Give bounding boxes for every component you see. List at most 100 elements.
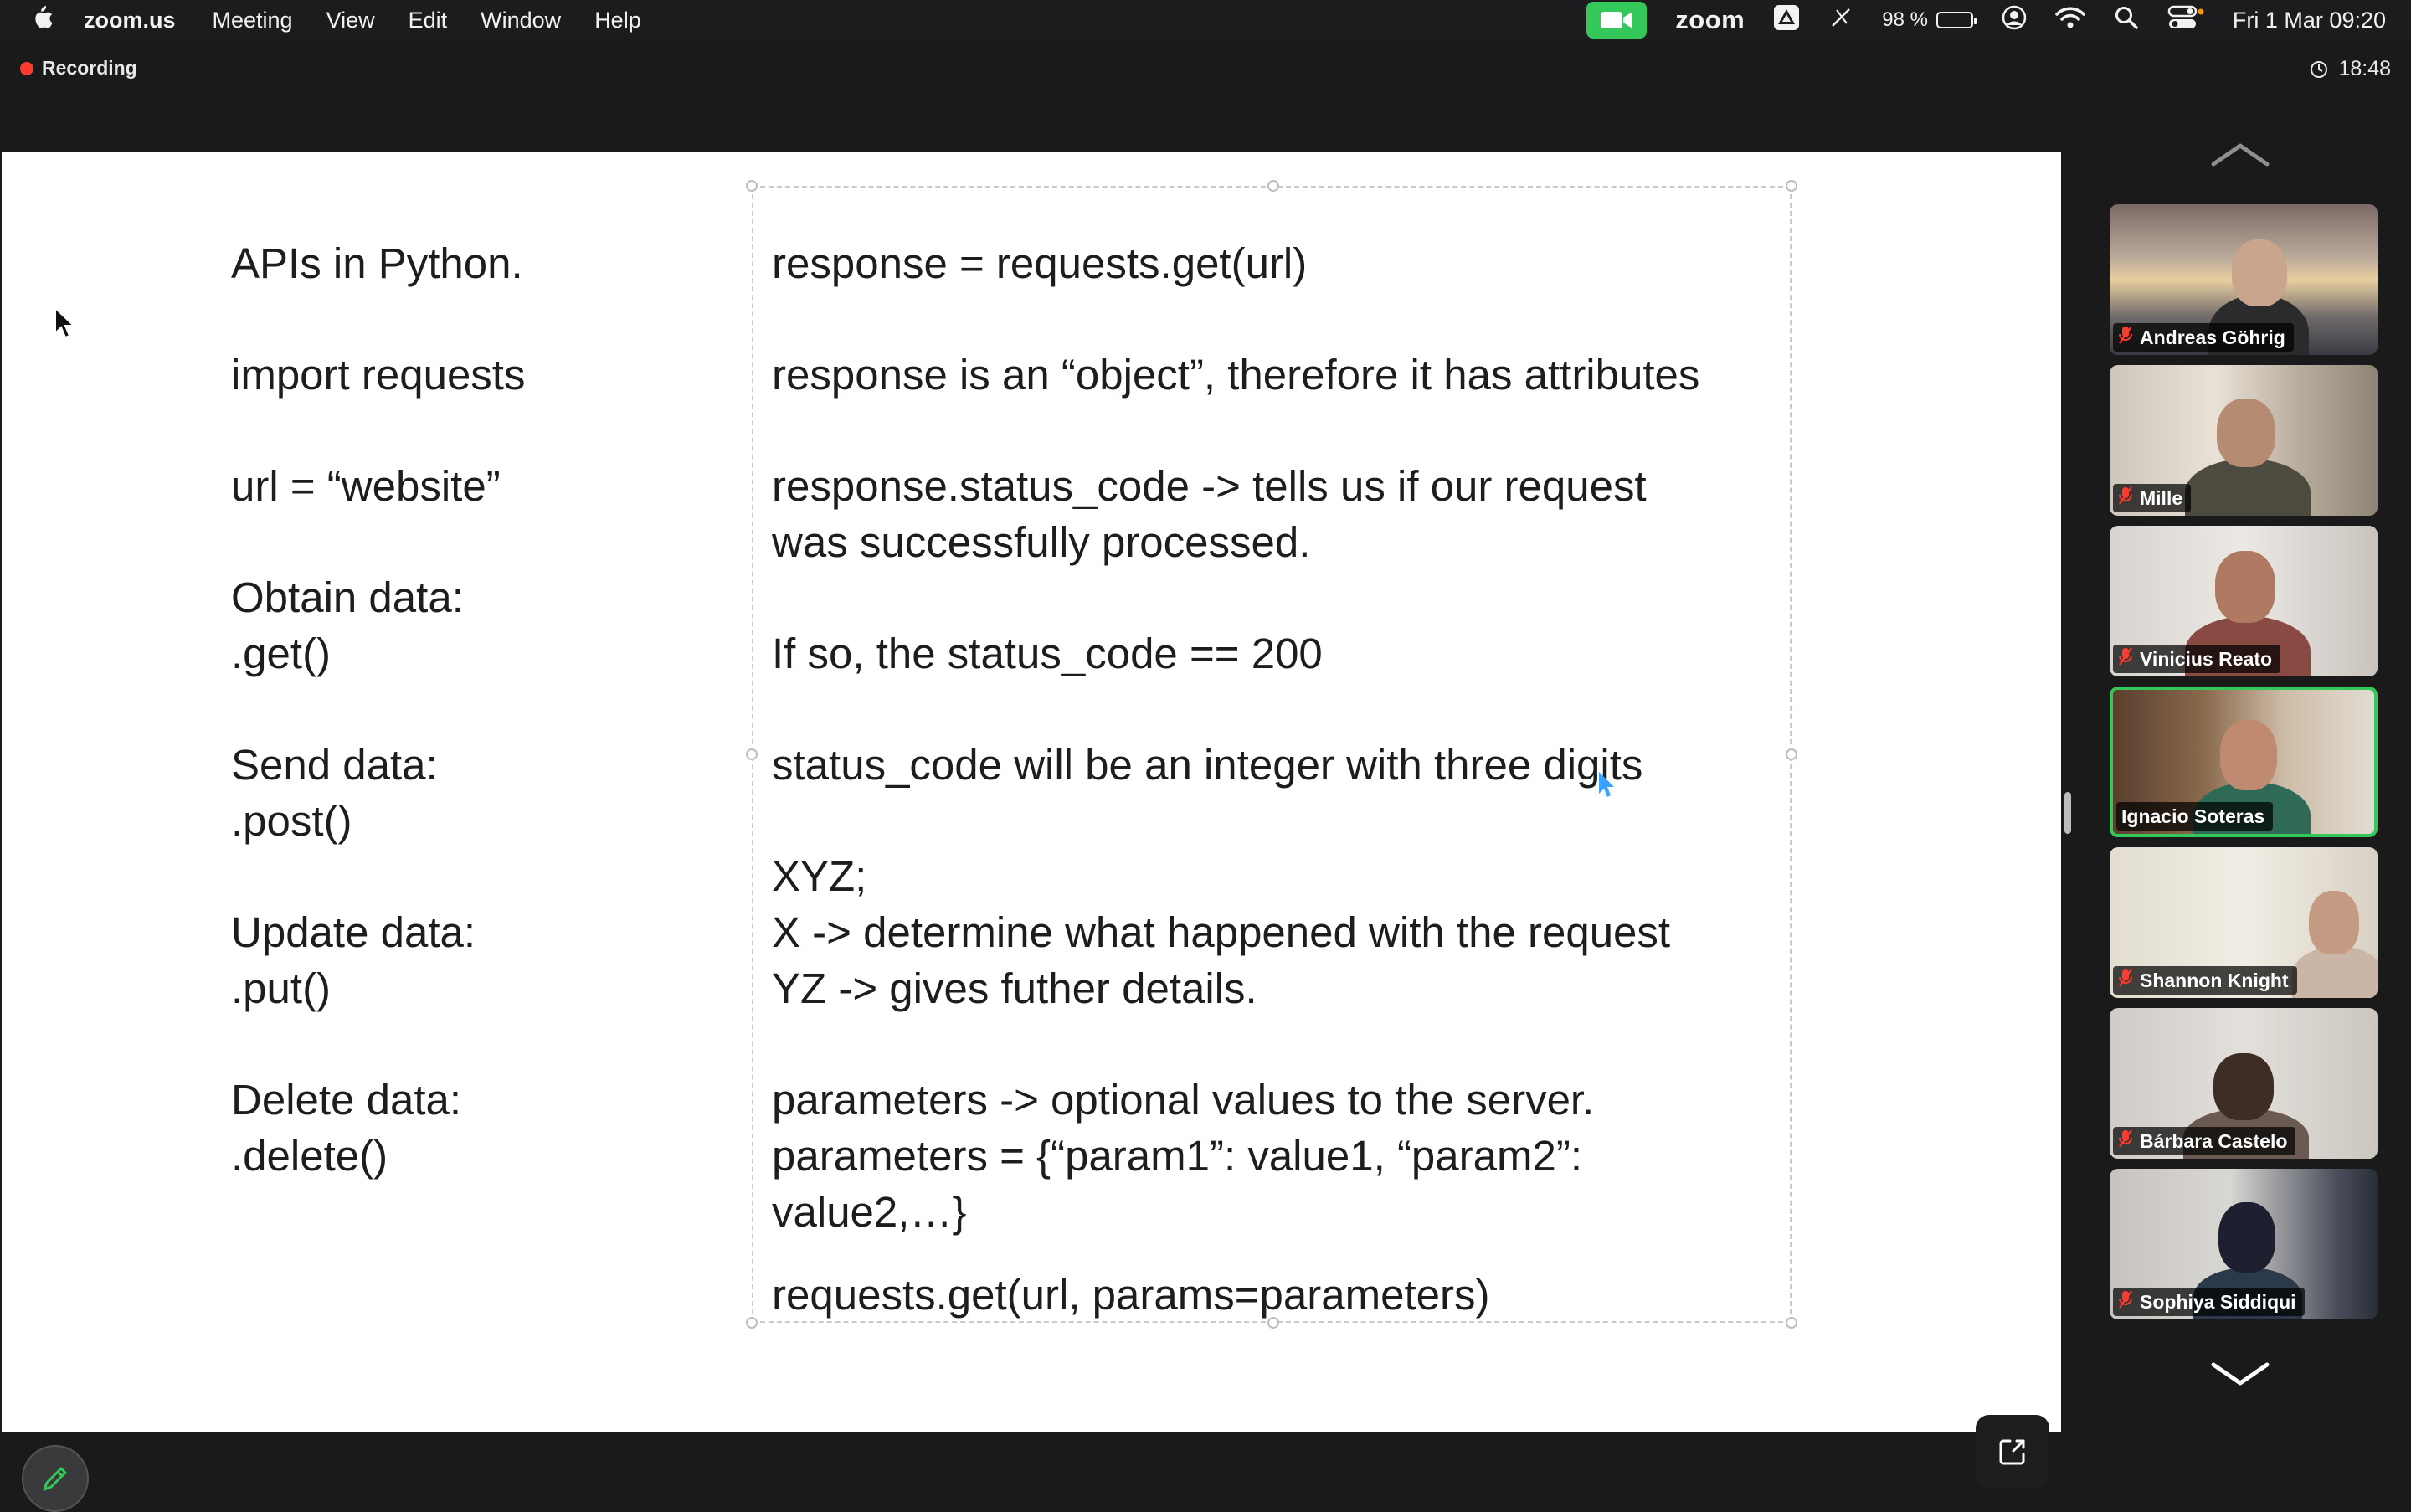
slide-right-line: response is an “object”, therefore it ha… — [772, 351, 1700, 399]
recording-label: Recording — [42, 57, 137, 79]
menubar-clock[interactable]: Fri 1 Mar 09:20 — [2232, 7, 2386, 33]
participant-tile[interactable]: Andreas Göhrig — [2110, 204, 2378, 355]
participant-name: Vinicius Reato — [2140, 647, 2273, 670]
participant-silhouette — [2213, 1053, 2274, 1120]
participant-silhouette — [2185, 459, 2311, 516]
participant-name: Andreas Göhrig — [2140, 326, 2285, 348]
slide-left-line: .put() — [231, 964, 332, 1012]
resize-handle[interactable] — [1786, 1317, 1797, 1329]
macos-menu-bar: zoom.us Meeting View Edit Window Help zo… — [0, 0, 2411, 40]
slide-left-line: url = “website” — [231, 462, 501, 510]
participant-name-tag: Sophiya Siddiqui — [2113, 1288, 2305, 1316]
participant-tile[interactable]: Vinicius Reato — [2110, 526, 2378, 676]
slide-left-line: Delete data: — [231, 1076, 462, 1124]
slide-left-line: Send data: — [231, 741, 438, 789]
participant-name-tag: Mille — [2113, 484, 2192, 512]
muted-microphone-icon — [2118, 1289, 2133, 1314]
menu-view[interactable]: View — [326, 7, 375, 33]
participant-silhouette — [2217, 399, 2275, 467]
spotlight-search-icon[interactable] — [2114, 5, 2139, 36]
user-account-icon[interactable] — [2002, 5, 2027, 36]
slide-right-line: response.status_code -> tells us if our … — [772, 462, 1647, 510]
participant-name: Mille — [2140, 486, 2183, 509]
participant-silhouette — [2218, 1202, 2275, 1273]
participant-name-tag: Bárbara Castelo — [2113, 1127, 2296, 1155]
muted-microphone-icon — [2118, 1129, 2133, 1154]
resize-handle[interactable] — [746, 1317, 758, 1329]
menu-edit[interactable]: Edit — [408, 7, 448, 33]
participant-name-tag: Ignacio Soteras — [2116, 802, 2274, 831]
resize-handle[interactable] — [1267, 180, 1279, 192]
participant-gallery-sidebar: 18:48 Andreas Göhrig Mille Vinicius Reat… — [2079, 40, 2411, 1507]
participant-tile-active-speaker[interactable]: Ignacio Soteras — [2110, 687, 2378, 837]
slide-left-line: Obtain data: — [231, 573, 464, 621]
clock-icon — [2311, 60, 2328, 78]
meeting-timer-value: 18:48 — [2338, 57, 2391, 80]
annotate-pencil-button[interactable] — [22, 1445, 89, 1512]
slide-right-line: value2,…} — [772, 1188, 967, 1236]
muted-microphone-icon — [2118, 646, 2133, 671]
slide-left-line: .delete() — [231, 1132, 388, 1180]
scroll-up-chevron-icon[interactable] — [2208, 137, 2272, 171]
panel-resize-handle[interactable] — [2064, 792, 2071, 834]
participant-silhouette — [2232, 239, 2287, 306]
google-drive-icon[interactable] — [1773, 4, 1800, 37]
pen-slash-icon[interactable] — [1828, 5, 1853, 36]
recording-indicator[interactable]: Recording — [20, 57, 137, 80]
participant-tile[interactable]: Mille — [2110, 365, 2378, 516]
recording-dot-icon — [20, 61, 33, 75]
control-center-icon[interactable] — [2167, 5, 2204, 36]
participant-name-tag: Andreas Göhrig — [2113, 323, 2294, 352]
slide-right-line: was successfully processed. — [772, 518, 1311, 566]
zoom-video-status-icon[interactable] — [1586, 2, 1648, 39]
wifi-icon[interactable] — [2055, 6, 2085, 35]
participant-tile[interactable]: Bárbara Castelo — [2110, 1008, 2378, 1159]
shared-screen-slide: APIs in Python. import requests url = “w… — [2, 152, 2061, 1512]
resize-handle[interactable] — [746, 180, 758, 192]
resize-handle[interactable] — [1786, 748, 1797, 760]
participant-silhouette — [2292, 946, 2378, 998]
slide-left-line: APIs in Python. — [231, 239, 523, 287]
scroll-down-chevron-icon[interactable] — [2208, 1358, 2272, 1391]
apple-menu-icon[interactable] — [30, 4, 54, 37]
meeting-timer: 18:48 — [2310, 57, 2391, 81]
slide-right-line: If so, the status_code == 200 — [772, 630, 1323, 677]
slide-left-line: import requests — [231, 351, 526, 399]
resize-handle[interactable] — [1267, 1317, 1279, 1329]
zoom-menu-extra[interactable]: zoom — [1675, 5, 1745, 34]
slide-right-line: status_code will be an integer with thre… — [772, 741, 1643, 789]
slide-right-line: XYZ; — [772, 852, 867, 900]
battery-status[interactable]: 98 % — [1882, 8, 1977, 32]
participant-tile[interactable]: Sophiya Siddiqui — [2110, 1169, 2378, 1319]
participant-name-tag: Shannon Knight — [2113, 966, 2297, 995]
popout-share-button[interactable] — [1976, 1415, 2049, 1489]
slide-right-line: parameters = {“param1”: value1, “param2”… — [772, 1132, 1583, 1180]
slide-right-line: response = requests.get(url) — [772, 239, 1308, 287]
participant-silhouette — [2215, 551, 2275, 623]
zoom-meeting-stage: Recording APIs in Python. import request… — [0, 40, 2071, 1512]
slide-left-line: .get() — [231, 630, 332, 677]
participant-name: Sophiya Siddiqui — [2140, 1290, 2296, 1313]
participant-silhouette — [2309, 891, 2359, 954]
resize-handle[interactable] — [1786, 180, 1797, 192]
slide-left-line: Update data: — [231, 908, 476, 956]
menu-window[interactable]: Window — [481, 7, 562, 33]
slide-right-line: requests.get(url, params=parameters) — [772, 1271, 1490, 1319]
app-menu-zoom[interactable]: zoom.us — [84, 7, 176, 33]
participant-name: Ignacio Soteras — [2121, 805, 2265, 827]
battery-icon — [1935, 12, 1977, 28]
resize-handle[interactable] — [746, 748, 758, 760]
slide-right-line: parameters -> optional values to the ser… — [772, 1076, 1595, 1124]
participant-name: Bárbara Castelo — [2140, 1129, 2288, 1152]
slide-right-line: X -> determine what happened with the re… — [772, 908, 1671, 956]
menu-meeting[interactable]: Meeting — [212, 7, 293, 33]
slide-right-line: YZ -> gives futher details. — [772, 964, 1257, 1012]
slide-left-line: .post() — [231, 797, 352, 845]
muted-microphone-icon — [2118, 325, 2133, 350]
participant-silhouette — [2220, 720, 2277, 790]
mouse-cursor-icon — [54, 306, 76, 344]
muted-microphone-icon — [2118, 486, 2133, 511]
participant-tile[interactable]: Shannon Knight — [2110, 847, 2378, 998]
participant-name: Shannon Knight — [2140, 969, 2289, 991]
menu-help[interactable]: Help — [594, 7, 641, 33]
